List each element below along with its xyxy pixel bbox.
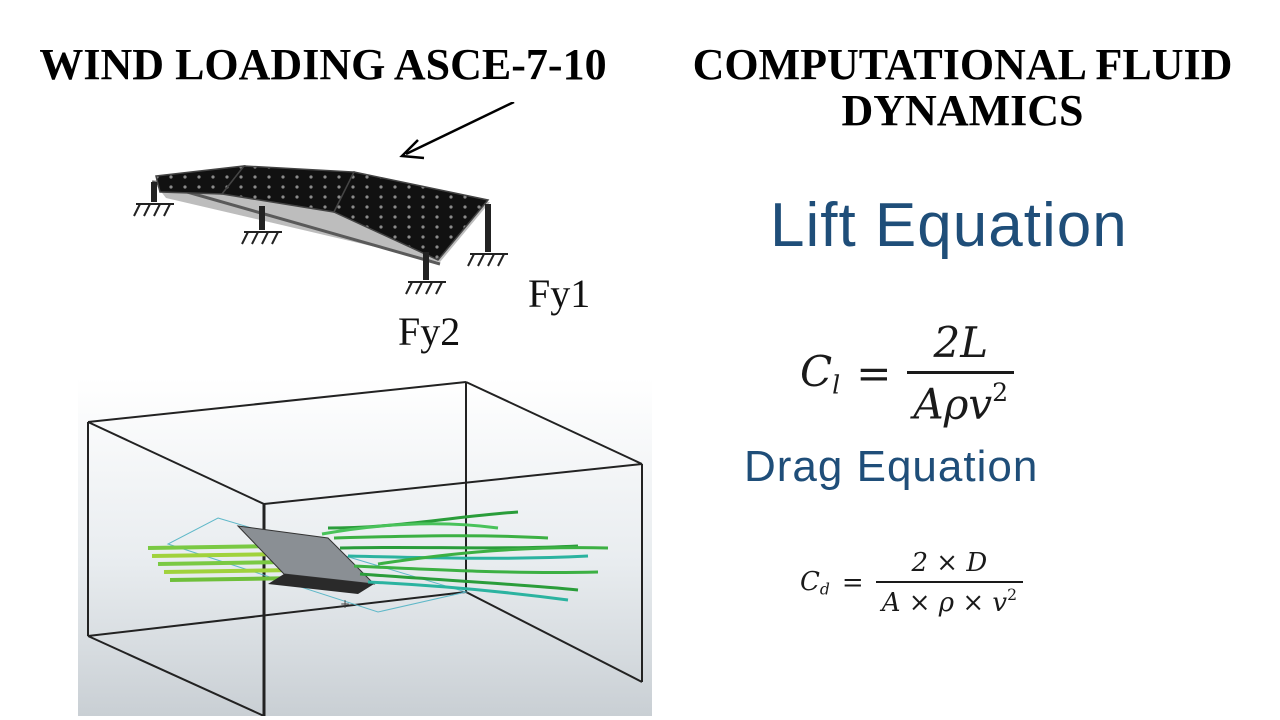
drag-fraction: 2 × D A × ρ × v2	[875, 548, 1023, 618]
cfd-inflow-streamlines	[147, 542, 303, 582]
title-cfd-line1: COMPUTATIONAL FLUID	[692, 40, 1233, 89]
support-label-fy2: Fy2	[398, 309, 461, 354]
drag-denominator: A × ρ × v2	[881, 586, 1017, 618]
lift-fraction: 2L Aρv2	[907, 318, 1015, 429]
drag-numerator: 2 × D	[911, 548, 988, 578]
cfd-cursor-icon: +	[340, 597, 350, 611]
lift-equals: =	[856, 348, 892, 398]
drag-equals: =	[841, 567, 864, 598]
solar-panels	[155, 165, 490, 261]
support-posts	[151, 182, 491, 280]
drag-equation-heading: Drag Equation	[744, 442, 1039, 491]
cfd-simulation-view: +	[78, 378, 652, 716]
lift-numerator: 2L	[933, 318, 989, 367]
title-cfd-line2: DYNAMICS	[841, 86, 1084, 135]
wind-arrow-icon	[399, 102, 515, 160]
lift-denominator: Aρv2	[913, 378, 1009, 429]
cfd-solar-panel	[236, 525, 376, 594]
title-cfd: COMPUTATIONAL FLUID DYNAMICS	[660, 42, 1265, 134]
ground-support-symbols	[133, 203, 508, 295]
lift-equation-heading: Lift Equation	[770, 191, 1128, 260]
solar-frame-diagram	[133, 102, 515, 295]
drag-equation: Cd = 2 × D A × ρ × v2	[800, 548, 1023, 618]
lift-lhs: Cl	[800, 347, 841, 400]
lift-equation: Cl = 2L Aρv2	[800, 318, 1015, 429]
title-wind-loading: WIND LOADING ASCE-7-10	[39, 40, 607, 89]
cfd-domain-box	[87, 381, 643, 716]
drag-lhs: Cd	[800, 567, 830, 599]
support-label-fy1: Fy1	[528, 271, 591, 316]
cfd-outflow-streamlines	[321, 510, 609, 602]
